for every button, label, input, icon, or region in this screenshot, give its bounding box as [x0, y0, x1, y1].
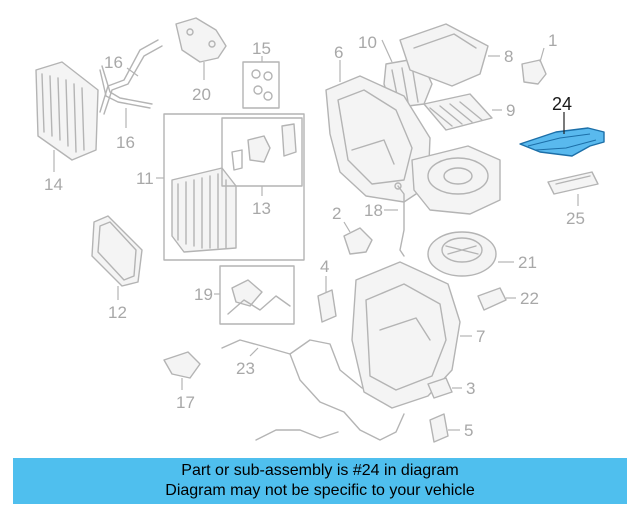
callout-13: 13: [252, 199, 271, 218]
callout-1: 1: [548, 31, 557, 50]
part-15-seal-kit: [242, 56, 280, 109]
part-16-heater-pipes: [99, 39, 163, 128]
part-9-cabin-filter: [423, 93, 502, 131]
part-22-connector: [477, 287, 516, 311]
callout-22: 22: [520, 289, 539, 308]
part-3-actuator: [427, 377, 462, 399]
callout-11: 11: [136, 169, 154, 188]
callout-17: 17: [176, 393, 195, 412]
part-21-blower-motor: [427, 231, 514, 277]
part-4-resistor: [317, 276, 337, 323]
callout-16-lower: 16: [116, 133, 135, 152]
part-18-sensor: [384, 182, 405, 257]
callout-21: 21: [518, 253, 537, 272]
part-12-filter-frame: [91, 215, 143, 300]
parts-exploded-diagram: 1 2 3 4 5 6 7 8 9 10 11 12 13 14 15 16 1…: [35, 17, 605, 443]
part-19-actuator-box: [214, 265, 295, 325]
callout-3: 3: [466, 379, 475, 398]
callout-7: 7: [476, 327, 485, 346]
part-2-actuator: [343, 221, 373, 255]
part-25-bracket: [547, 171, 599, 206]
callout-16-upper: 16: [104, 53, 123, 72]
caption-line-1: Part or sub-assembly is #24 in diagram: [181, 462, 459, 479]
part-17-bracket: [163, 351, 201, 390]
callout-24-highlighted: 24: [552, 94, 572, 114]
callout-18: 18: [364, 201, 383, 220]
callout-23: 23: [236, 359, 255, 378]
part-14-heater-core: [35, 61, 99, 172]
part-7-lower-case: [351, 261, 472, 409]
part-23-wiring-harness: [221, 339, 405, 441]
part-20-bracket: [175, 17, 227, 80]
callout-14: 14: [44, 175, 63, 194]
callout-9: 9: [506, 101, 515, 120]
callout-20: 20: [192, 85, 211, 104]
part-6-hvac-case: [325, 60, 431, 203]
part-8-housing-cover: [399, 23, 500, 87]
caption-line-2: Diagram may not be specific to your vehi…: [165, 482, 475, 499]
part-24-duct-highlighted: [519, 112, 605, 157]
part-13-expansion-valve-box: [221, 117, 303, 196]
callout-5: 5: [464, 421, 473, 440]
callout-2: 2: [332, 204, 341, 223]
callout-12: 12: [108, 303, 127, 322]
callout-19: 19: [194, 285, 213, 304]
callout-10: 10: [358, 33, 377, 52]
part-11-evaporator-box: [156, 113, 305, 261]
part-1-clip: [521, 47, 547, 85]
caption-banner: Part or sub-assembly is #24 in diagram D…: [13, 458, 627, 504]
callout-25: 25: [566, 209, 585, 228]
callout-15: 15: [252, 39, 271, 58]
callout-8: 8: [504, 47, 513, 66]
blower-housing: [411, 145, 501, 215]
callout-6: 6: [334, 43, 343, 62]
callout-4: 4: [320, 257, 329, 276]
part-5-connector: [429, 413, 460, 443]
